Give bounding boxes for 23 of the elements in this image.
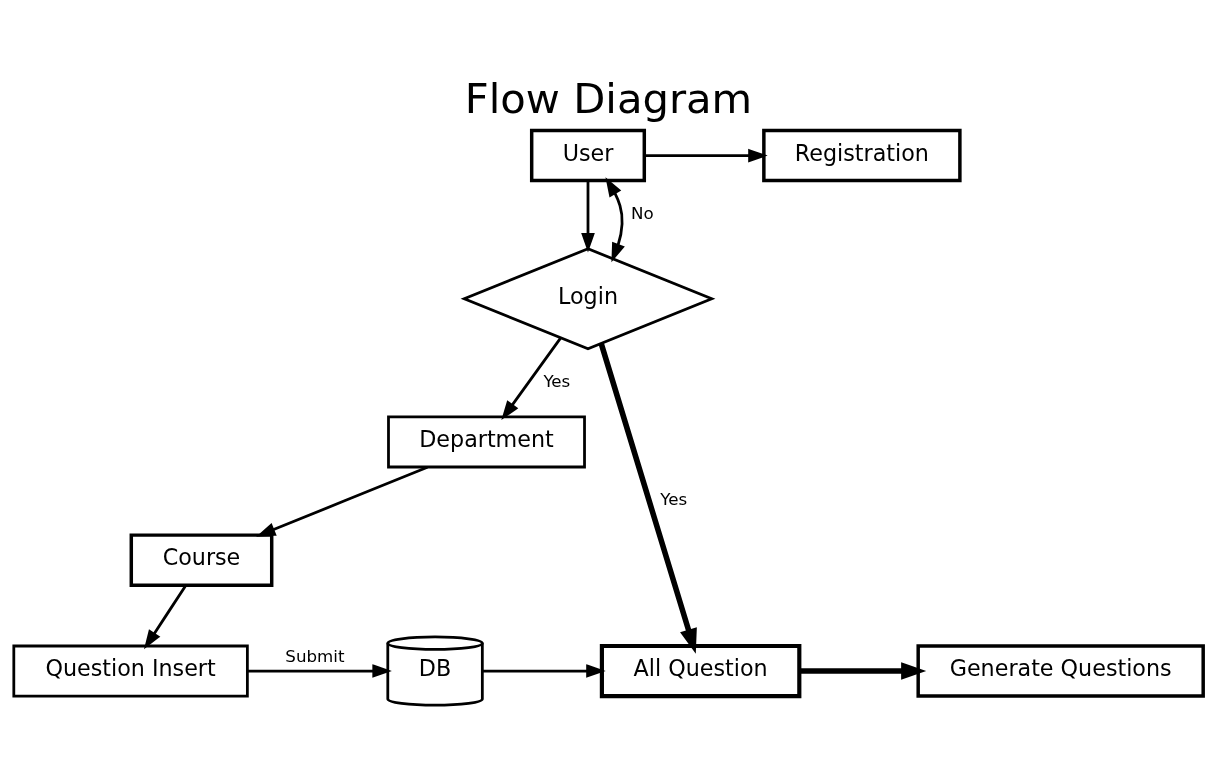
arrow — [256, 465, 428, 537]
node-diamond: Login — [460, 246, 716, 350]
node-box: User — [529, 128, 647, 182]
node-box: Department — [387, 415, 586, 468]
edge-label: Submit — [285, 646, 345, 666]
arrow — [605, 176, 625, 262]
edge-label: No — [631, 203, 654, 223]
node-box: Question Insert — [12, 644, 249, 697]
diagram-title: Flow Diagram — [464, 72, 753, 122]
arrow — [598, 342, 697, 654]
arrow — [501, 336, 562, 420]
edge-label: Yes — [660, 489, 688, 509]
arrow — [581, 180, 595, 253]
node-box: Generate Questions — [916, 643, 1205, 698]
node-box: Registration — [762, 128, 962, 182]
node-box: All Question — [599, 643, 802, 698]
edge-label: Yes — [543, 371, 571, 391]
arrow — [482, 663, 606, 678]
node-box: Course — [129, 532, 274, 587]
arrow — [144, 584, 187, 649]
arrow — [644, 148, 768, 162]
arrow — [247, 663, 392, 678]
arrow — [799, 661, 927, 680]
